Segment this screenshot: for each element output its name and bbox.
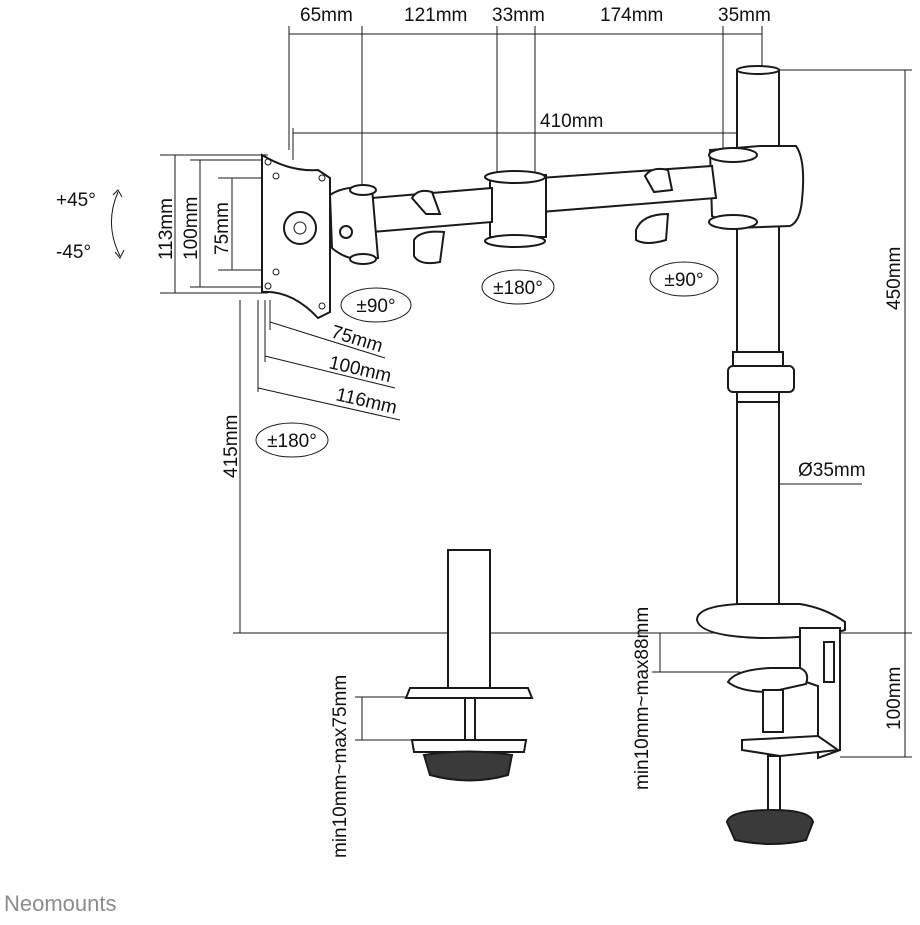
vesa-hole (272, 268, 280, 276)
clamp-lower-jaw (741, 734, 841, 758)
grommet-pole (447, 549, 491, 689)
rotation-head-label: ±90° (356, 296, 395, 317)
vesa-hole (264, 158, 272, 166)
rotation-badge-pole (649, 261, 719, 297)
dim-65-label: 65mm (300, 5, 353, 26)
height-collar-bottom (736, 391, 780, 403)
rotation-badge-mid (481, 269, 555, 305)
dim-113-label: 113mm (156, 198, 177, 260)
dim-75-label: 75mm (212, 202, 233, 255)
dim-33-label: 33mm (492, 5, 545, 26)
grommet-range-label: min10mm~max75mm (330, 675, 351, 858)
rotation-badge-head (340, 287, 412, 323)
head-joint (328, 186, 380, 261)
tilt-arrow-down-icon (114, 249, 125, 259)
vesa-hole (264, 282, 272, 290)
pole-bracket-top (708, 147, 758, 163)
dim-w75-label: 75mm (329, 322, 386, 358)
pole-bracket (708, 145, 805, 230)
dim-100-desk-label: 100mm (884, 667, 905, 730)
height-collar (727, 365, 795, 393)
cable-clip-1 (410, 189, 442, 215)
tilt-arrow-up-icon (112, 189, 123, 198)
dim-35-label: 35mm (718, 5, 771, 26)
vesa-center-hub (283, 211, 317, 245)
clamp-slot (823, 641, 835, 683)
dim-121-label: 121mm (404, 5, 467, 26)
vesa-center-hole (293, 221, 307, 235)
clamp-top-jaw (726, 667, 809, 694)
mid-joint (489, 174, 547, 238)
grommet-bottom-plate (410, 739, 528, 753)
vesa-hole (318, 302, 326, 310)
tilt-down-label: -45° (56, 242, 91, 263)
clamp-neck (762, 689, 784, 733)
rotation-mid-label: ±180° (493, 278, 543, 299)
dim-174-label: 174mm (600, 5, 663, 26)
vesa-hole (318, 174, 326, 182)
cable-clip-2 (413, 230, 446, 265)
rotation-badges: ±90° ±180° ±90° ±180° (255, 261, 719, 458)
cable-clip-4 (635, 212, 670, 244)
grommet-knob (422, 750, 514, 782)
brand-logo: Neomounts (4, 891, 117, 916)
clamp-range-label: min10mm~max88mm (632, 607, 653, 790)
head-joint-top (349, 184, 377, 196)
outer-arm (539, 164, 718, 214)
tilt-knob (339, 225, 353, 239)
rotation-badge-vesa (255, 422, 329, 458)
vesa-hole (272, 172, 280, 180)
tilt-up-label: +45° (56, 190, 96, 211)
dimension-lines (160, 26, 912, 758)
dim-100-label: 100mm (181, 197, 202, 260)
dimension-labels: 65mm 121mm 33mm 174mm 35mm 410mm 113mm 1… (156, 5, 905, 858)
grommet-bolt (464, 697, 476, 741)
dim-diameter-label: Ø35mm (798, 460, 866, 481)
clamp-knob (725, 808, 815, 845)
clamp-screw (767, 755, 781, 815)
tilt-arc-icon (110, 191, 121, 257)
mid-joint-top (484, 170, 546, 184)
dim-415-label: 415mm (221, 415, 242, 478)
tilt-indicator: +45° -45° (56, 189, 125, 263)
dim-410-label: 410mm (540, 111, 603, 132)
rotation-vesa-label: ±180° (267, 431, 317, 452)
dim-w116-label: 116mm (334, 384, 399, 418)
mid-joint-bottom (484, 234, 546, 248)
rotation-pole-label: ±90° (664, 270, 703, 291)
arm-assembly (328, 145, 805, 265)
cable-clip-3 (643, 167, 674, 194)
grommet-top-plate (404, 687, 534, 699)
height-collar-top (732, 351, 784, 367)
vesa-plate (261, 153, 331, 320)
dim-450-label: 450mm (884, 247, 905, 310)
head-joint-bottom (349, 253, 377, 265)
grommet-assembly (404, 549, 534, 782)
pole-bracket-bottom (708, 214, 758, 230)
pole-cap (736, 65, 780, 75)
